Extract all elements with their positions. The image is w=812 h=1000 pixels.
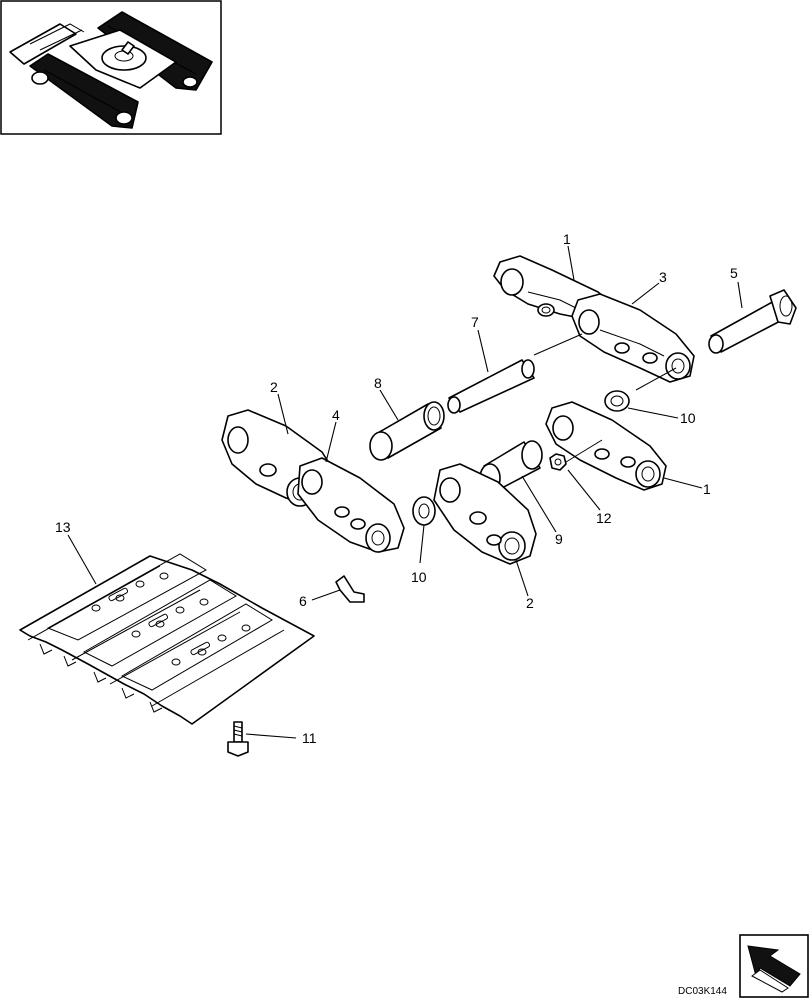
callout-2-left: 2 (270, 379, 278, 395)
pin-5 (708, 289, 797, 354)
callout-2-middle: 2 (526, 595, 534, 611)
track-link-4 (297, 457, 405, 553)
callout-8: 8 (374, 375, 382, 391)
callout-10-upper: 10 (680, 410, 696, 426)
clip-6 (335, 575, 365, 603)
callouts: 1 3 5 7 8 10 2 4 1 12 9 13 10 6 2 11 (55, 231, 738, 746)
pin-7 (447, 359, 535, 414)
callout-4: 4 (332, 407, 340, 423)
callout-9: 9 (555, 531, 563, 547)
callout-12: 12 (596, 510, 612, 526)
locator-thumbnail (0, 0, 222, 135)
bolt-11 (227, 721, 249, 757)
track-link-1-lower (545, 401, 667, 491)
callout-13: 13 (55, 519, 71, 535)
figure-id: DC03K144 (678, 986, 727, 997)
callout-10-lower: 10 (411, 569, 427, 585)
callout-1-upper: 1 (563, 231, 571, 247)
seal-10-upper (604, 390, 630, 412)
nut-12 (549, 453, 567, 471)
bushing-8 (369, 401, 445, 461)
next-page-arrow-icon[interactable] (739, 934, 809, 998)
track-link-2-middle (433, 463, 537, 565)
callout-3: 3 (659, 269, 667, 285)
track-shoes-13 (19, 553, 315, 725)
callout-1-lower: 1 (703, 481, 711, 497)
callout-7: 7 (471, 314, 479, 330)
seal-10-lower (412, 496, 436, 526)
callout-11: 11 (302, 730, 317, 746)
track-link-3 (571, 293, 695, 383)
leader-lines (67, 245, 743, 739)
callout-6: 6 (299, 593, 307, 609)
callout-5: 5 (730, 265, 738, 281)
